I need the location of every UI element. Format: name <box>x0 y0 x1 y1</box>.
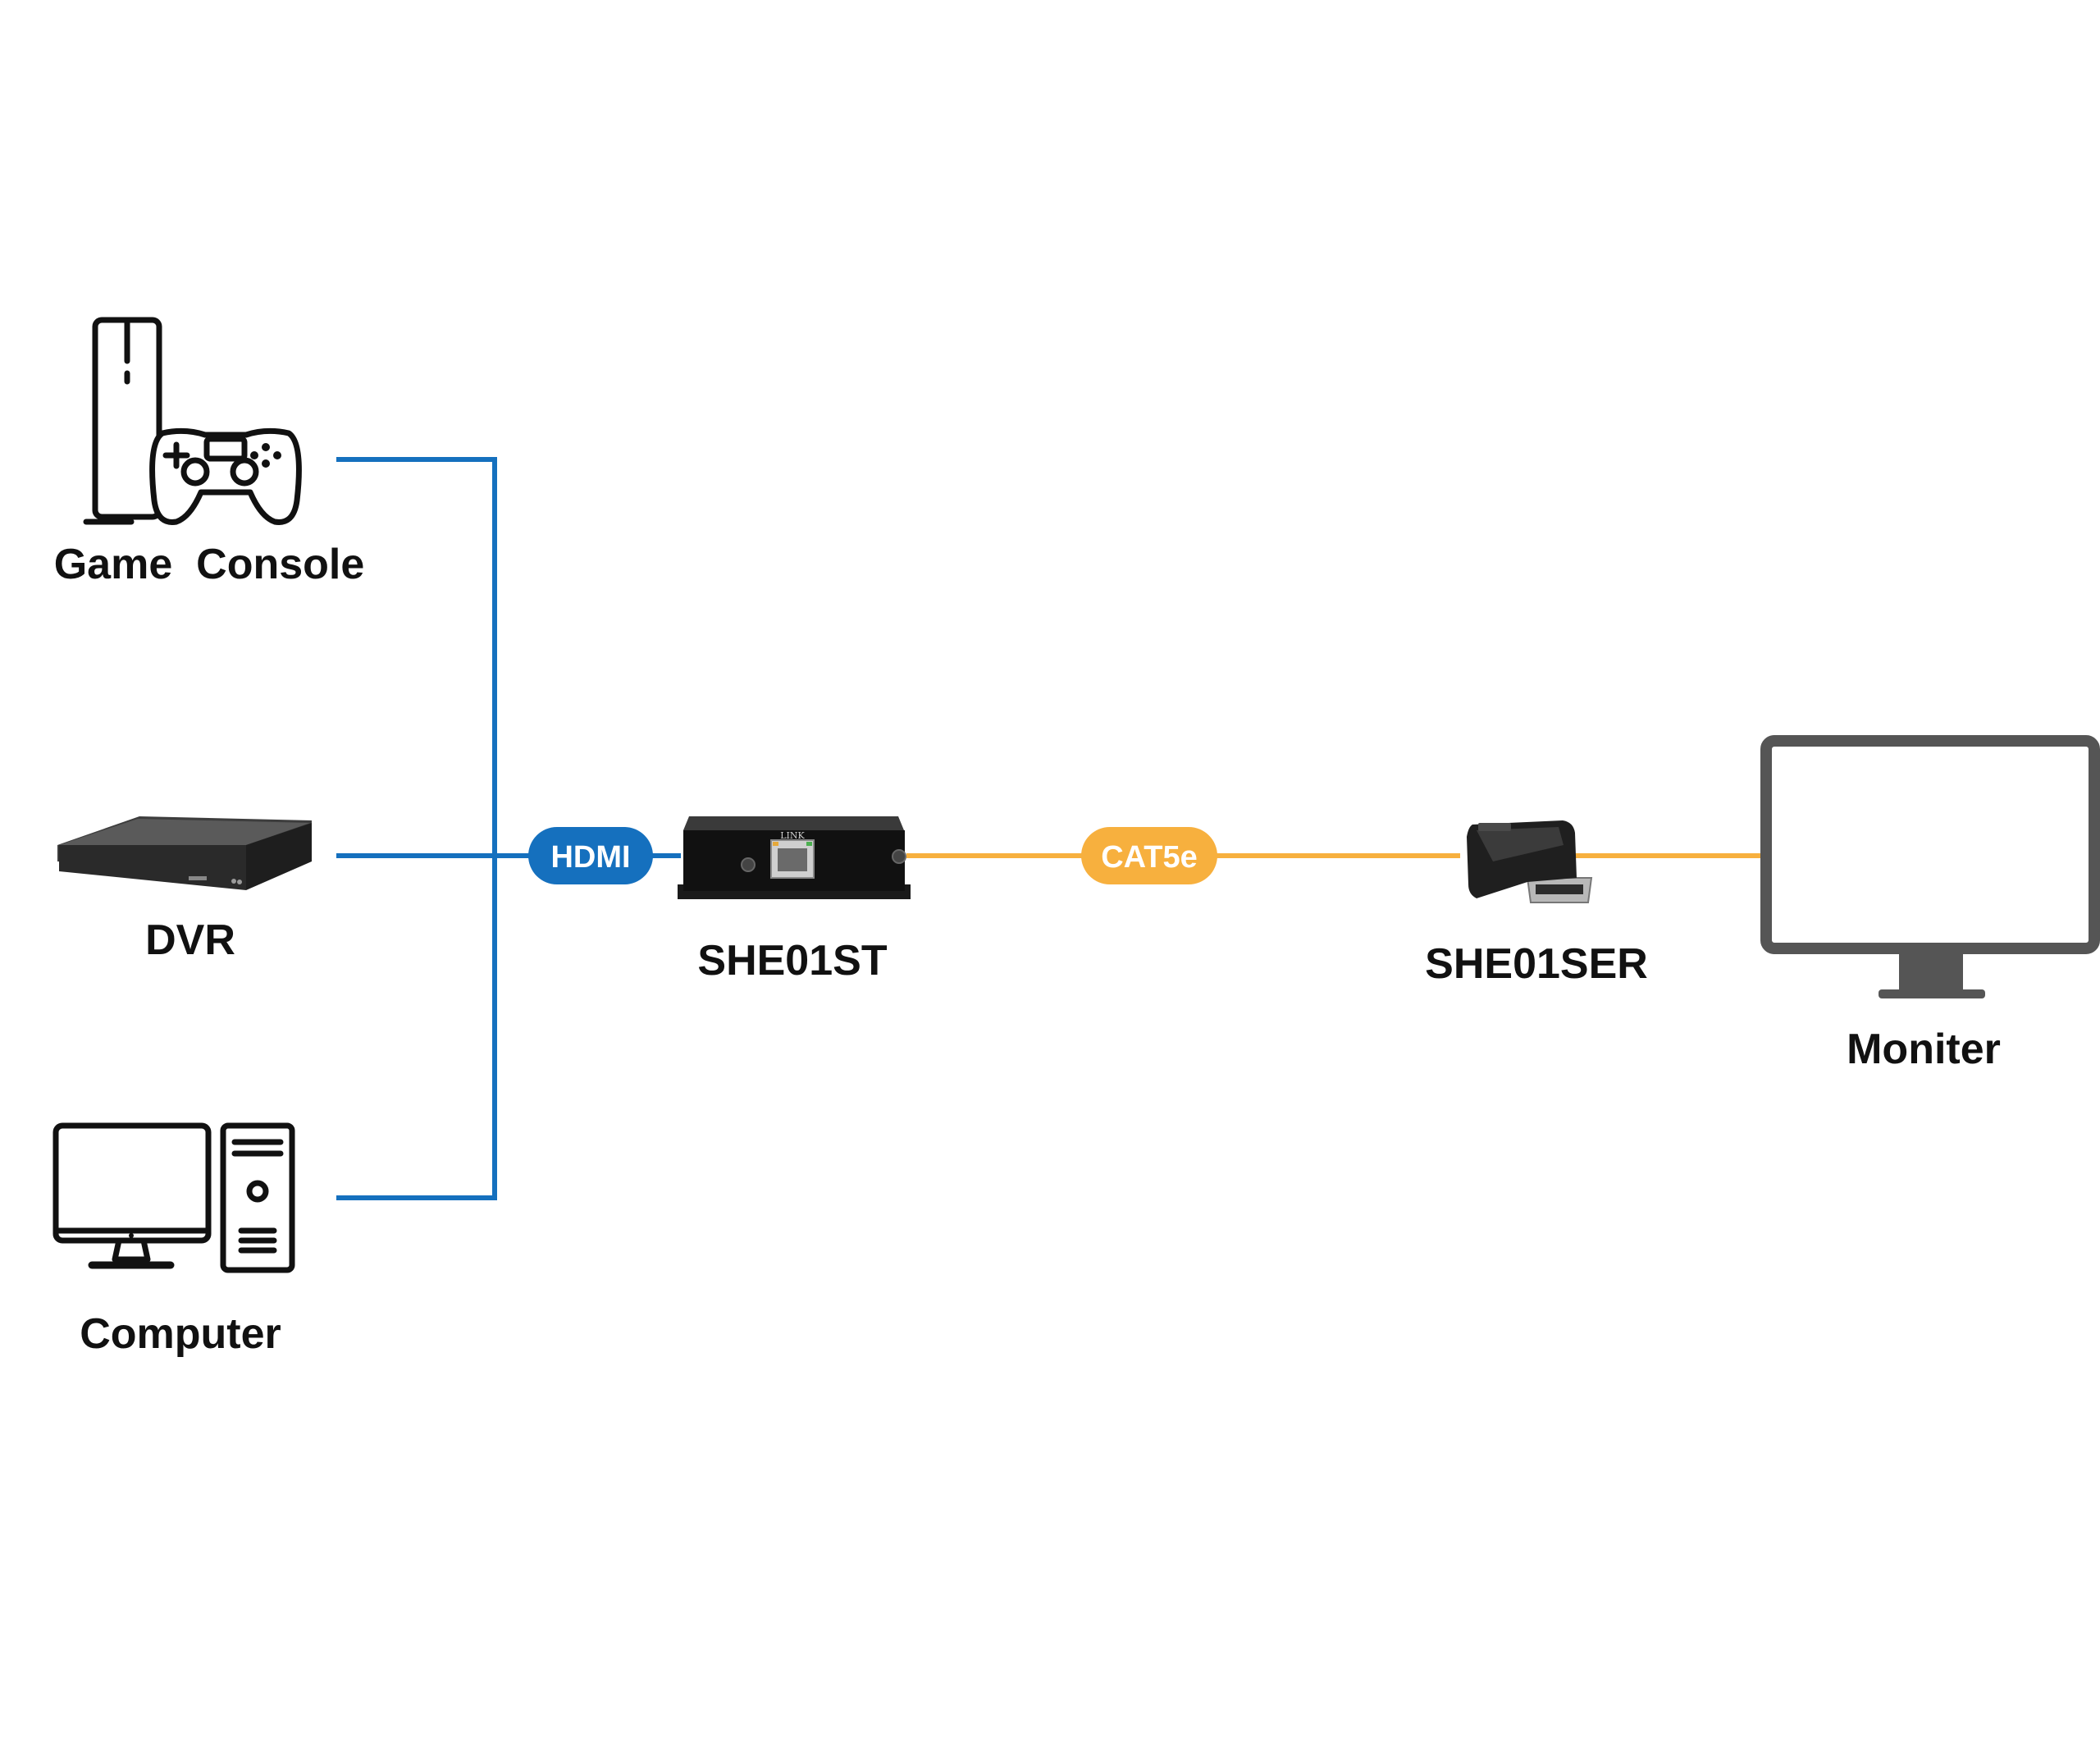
desktop-computer-tower-icon <box>52 1122 295 1273</box>
dvr-label: DVR <box>145 916 235 964</box>
transmitter-label: SHE01ST <box>697 937 887 985</box>
game-console-label: Game Console <box>54 541 365 588</box>
extender-transmitter-photo: LINK <box>678 816 911 899</box>
computer-label: Computer <box>80 1310 281 1358</box>
hdmi-badge-label: HDMI <box>550 840 630 875</box>
link-port-label: LINK <box>780 830 805 841</box>
cat5e-badge: CAT5e <box>1081 827 1217 884</box>
receiver-label: SHE01SER <box>1425 940 1648 988</box>
monitor-label: Moniter <box>1847 1026 2001 1073</box>
hdmi-receiver-dongle-photo <box>1467 820 1593 903</box>
cat5e-badge-label: CAT5e <box>1101 840 1198 875</box>
hdmi-badge: HDMI <box>528 827 653 884</box>
monitor-icon <box>1760 735 2100 998</box>
dvr-recorder-photo <box>57 816 312 890</box>
hdmi-wiring <box>336 457 681 1200</box>
game-console-controller-icon <box>83 317 302 525</box>
